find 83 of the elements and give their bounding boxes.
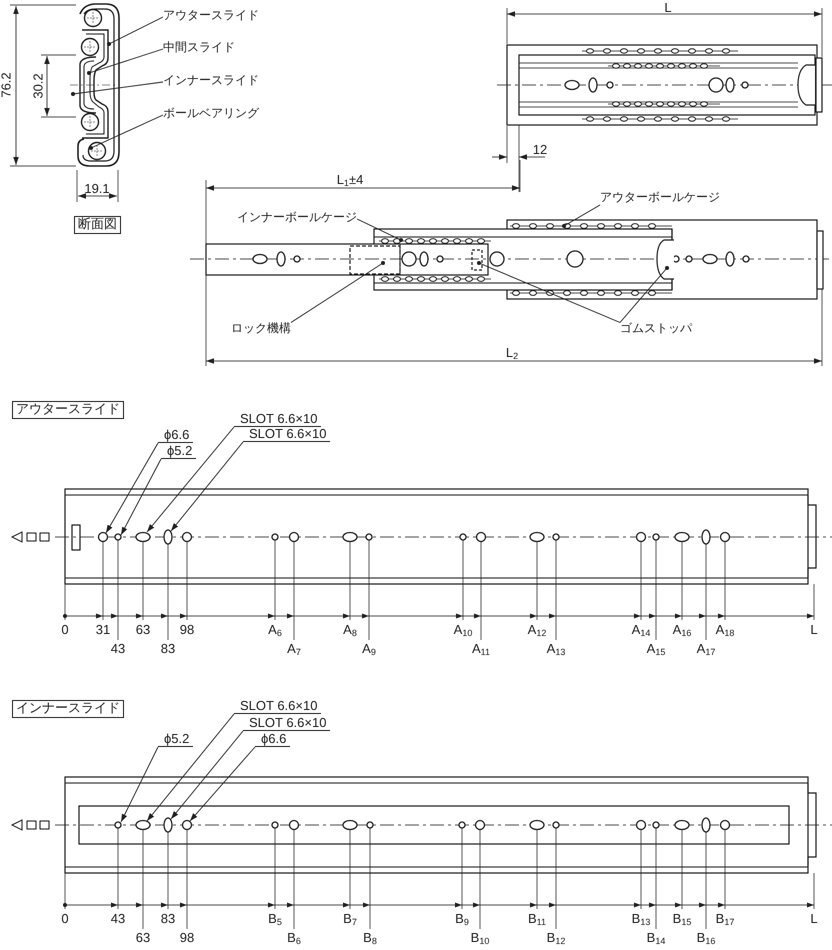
dimension-value: A$_{13}$ bbox=[546, 641, 566, 658]
callout-label: 中間スライド bbox=[163, 40, 235, 55]
hole-callout: SLOT 6.6×10 bbox=[243, 426, 330, 442]
dimension-value: B$_{13}$ bbox=[632, 911, 650, 928]
dimension-value: L bbox=[810, 911, 818, 926]
dimension-value: 0 bbox=[61, 622, 69, 637]
leader-line bbox=[87, 48, 164, 75]
dimension-value: A$_{10}$ bbox=[454, 622, 472, 639]
leader-line bbox=[477, 261, 620, 323]
dimension-value: A$_{6}$ bbox=[268, 622, 282, 639]
dimension-value: A$_{11}$ bbox=[472, 641, 490, 658]
section-title: 断面図 bbox=[74, 216, 121, 234]
leader-line bbox=[71, 82, 164, 96]
dimension-value: B$_{11}$ bbox=[528, 911, 546, 928]
cross-section-drawing bbox=[70, 3, 120, 167]
dimension-value: 12 bbox=[532, 142, 548, 157]
dimension-value: 19.1 bbox=[84, 181, 110, 196]
hole-callout: SLOT 6.6×10 bbox=[234, 411, 322, 427]
leader-line bbox=[106, 442, 158, 534]
leader-line bbox=[107, 16, 164, 46]
dimension-value: B$_{8}$ bbox=[363, 930, 377, 947]
leader-line bbox=[120, 458, 162, 536]
dimension-value: 83 bbox=[160, 641, 176, 656]
dimension-value: B$_{5}$ bbox=[268, 911, 282, 928]
dimension-value: B$_{6}$ bbox=[287, 930, 301, 947]
dimension-value: L bbox=[664, 0, 672, 15]
dimension-value: A$_{9}$ bbox=[362, 641, 376, 658]
hole-callout: ϕ6.6 bbox=[255, 731, 290, 747]
leader-line bbox=[120, 746, 158, 822]
dimension-value: 43 bbox=[110, 641, 126, 656]
leader-line bbox=[146, 714, 234, 822]
section-title: アウタースライド bbox=[12, 401, 124, 419]
leader-line bbox=[356, 218, 403, 242]
callout-label: ゴムストッパ bbox=[620, 321, 692, 336]
dimension-value: A$_{15}$ bbox=[646, 641, 666, 658]
callout-label: インナーボールケージ bbox=[237, 210, 357, 225]
dimension-value: B$_{9}$ bbox=[455, 911, 469, 928]
hole-callout: SLOT 6.6×10 bbox=[234, 698, 322, 714]
dimension-value: L bbox=[810, 622, 818, 637]
dimension-value: A$_{17}$ bbox=[696, 641, 716, 658]
dimension-value: B$_{17}$ bbox=[716, 911, 734, 928]
dimension-value: 0 bbox=[61, 911, 69, 926]
leader-line bbox=[562, 204, 600, 228]
dimension-value: 98 bbox=[180, 930, 194, 945]
dimension-value: A$_{18}$ bbox=[716, 622, 734, 639]
callout-label: ボールベアリング bbox=[163, 106, 259, 121]
hole-callout: ϕ6.6 bbox=[158, 427, 194, 443]
dimension-value: L$_{2}$ bbox=[506, 345, 518, 362]
dimension-value: A$_{12}$ bbox=[528, 622, 546, 639]
leader-line bbox=[190, 746, 256, 822]
dimension-value: 31 bbox=[96, 622, 110, 637]
hole-callout: SLOT 6.6×10 bbox=[243, 715, 330, 731]
callout-label: アウターボールケージ bbox=[600, 190, 720, 205]
leader-line bbox=[620, 266, 669, 323]
dimension-value: A$_{8}$ bbox=[343, 622, 357, 639]
dimension-value: 63 bbox=[136, 622, 150, 637]
callout-label: アウタースライド bbox=[163, 8, 259, 23]
callout-label: ロック機構 bbox=[231, 321, 291, 336]
leader-line bbox=[170, 442, 244, 532]
dimension-value: 43 bbox=[110, 911, 126, 926]
hole-callout: ϕ5.2 bbox=[161, 443, 196, 459]
dimension-value: B$_{10}$ bbox=[470, 930, 490, 947]
dimension-value: A$_{16}$ bbox=[672, 622, 692, 639]
hole-callout: ϕ5.2 bbox=[158, 731, 194, 747]
dimension-value: B$_{16}$ bbox=[696, 930, 716, 947]
dimension-value: L$_{1}$±4 bbox=[336, 172, 364, 189]
leader-line bbox=[146, 426, 234, 532]
dimension-value: B$_{14}$ bbox=[646, 930, 666, 947]
leader-line bbox=[290, 261, 385, 323]
dimension-value: B$_{12}$ bbox=[546, 930, 566, 947]
dimension-value: B$_{15}$ bbox=[672, 911, 692, 928]
dimension-value: A$_{14}$ bbox=[632, 622, 650, 639]
dimension-value: B$_{7}$ bbox=[343, 911, 357, 928]
dimension-value: A$_{7}$ bbox=[287, 641, 301, 658]
leader-line bbox=[170, 730, 244, 820]
callout-label: インナースライド bbox=[163, 73, 259, 88]
section-title: インナースライド bbox=[12, 700, 124, 718]
dimension-value: 98 bbox=[180, 622, 194, 637]
dimension-value: 83 bbox=[160, 911, 176, 926]
dimension-value: 63 bbox=[136, 930, 150, 945]
dimension-value: 30.2 bbox=[30, 73, 46, 99]
leader-line bbox=[89, 114, 164, 150]
dimension-value: 76.2 bbox=[0, 72, 14, 98]
